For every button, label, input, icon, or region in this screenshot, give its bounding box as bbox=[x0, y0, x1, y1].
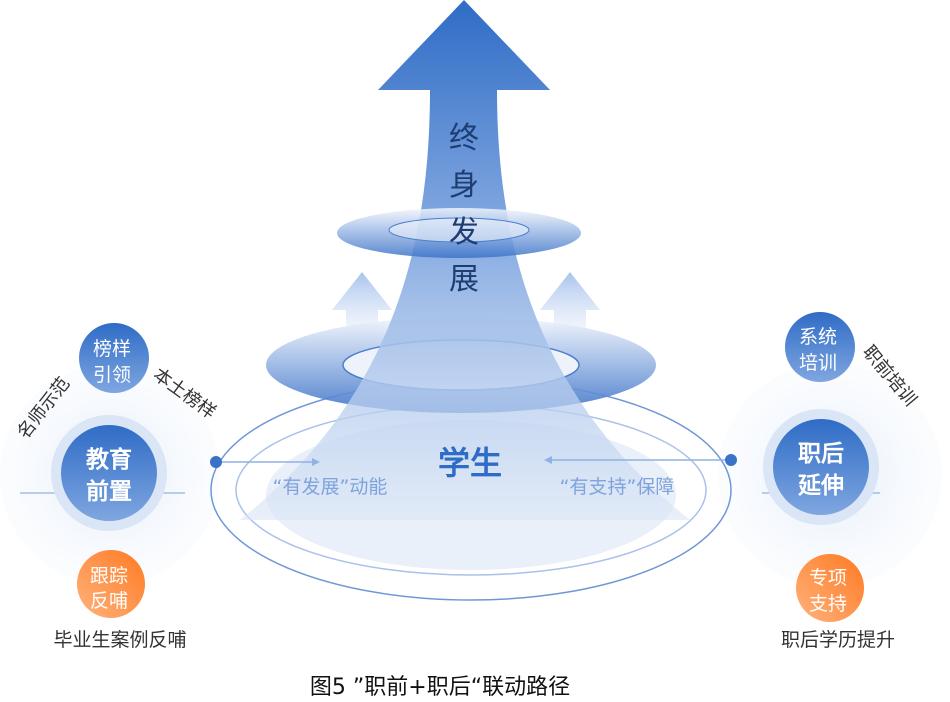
left-top-line1: 榜样 bbox=[93, 338, 131, 360]
left-dot bbox=[210, 456, 222, 468]
right-main-line2: 延伸 bbox=[797, 473, 844, 499]
left-bottom-line1: 跟踪 bbox=[90, 565, 128, 587]
left-main-line1: 教育 bbox=[86, 446, 132, 473]
left-top-line2: 引领 bbox=[93, 364, 131, 386]
left-flow-label: “有发展”动能 bbox=[273, 476, 388, 498]
left-main-line2: 前置 bbox=[86, 478, 132, 505]
arrow-label: 终 身 发 展 bbox=[449, 121, 479, 297]
right-bottom-line2: 支持 bbox=[809, 593, 847, 615]
left-bottom-label: 毕业生案例反哺 bbox=[53, 629, 186, 651]
right-flow-label: “有支持”保障 bbox=[560, 476, 675, 498]
left-arrowhead-icon bbox=[544, 456, 552, 464]
left-bottom-node bbox=[77, 550, 145, 618]
right-top-line2: 培训 bbox=[799, 352, 837, 374]
arrow-char: 发 bbox=[449, 215, 479, 250]
right-main-node bbox=[773, 419, 869, 515]
left-main-node bbox=[61, 425, 157, 521]
right-bottom-node bbox=[796, 554, 864, 622]
upper-ring-hole bbox=[388, 217, 530, 243]
main-up-arrow-icon bbox=[240, 0, 690, 520]
left-bottom-line2: 反哺 bbox=[90, 590, 128, 612]
right-bottom-label: 职后学历提升 bbox=[781, 629, 895, 651]
student-label: 学生 bbox=[438, 444, 502, 482]
right-arrowhead-icon bbox=[312, 458, 320, 466]
right-main-line1: 职后 bbox=[798, 441, 844, 467]
figure-caption: 图5 ”职前+职后“联动路径 bbox=[310, 675, 570, 700]
arrow-char: 身 bbox=[449, 168, 479, 203]
right-bottom-line1: 专项 bbox=[809, 567, 847, 589]
arrow-char: 终 bbox=[449, 121, 479, 156]
left-top-node bbox=[79, 323, 149, 393]
arrow-char: 展 bbox=[449, 262, 479, 297]
right-top-line1: 系统 bbox=[799, 326, 837, 348]
right-top-node bbox=[785, 312, 855, 382]
right-dot bbox=[725, 454, 737, 466]
